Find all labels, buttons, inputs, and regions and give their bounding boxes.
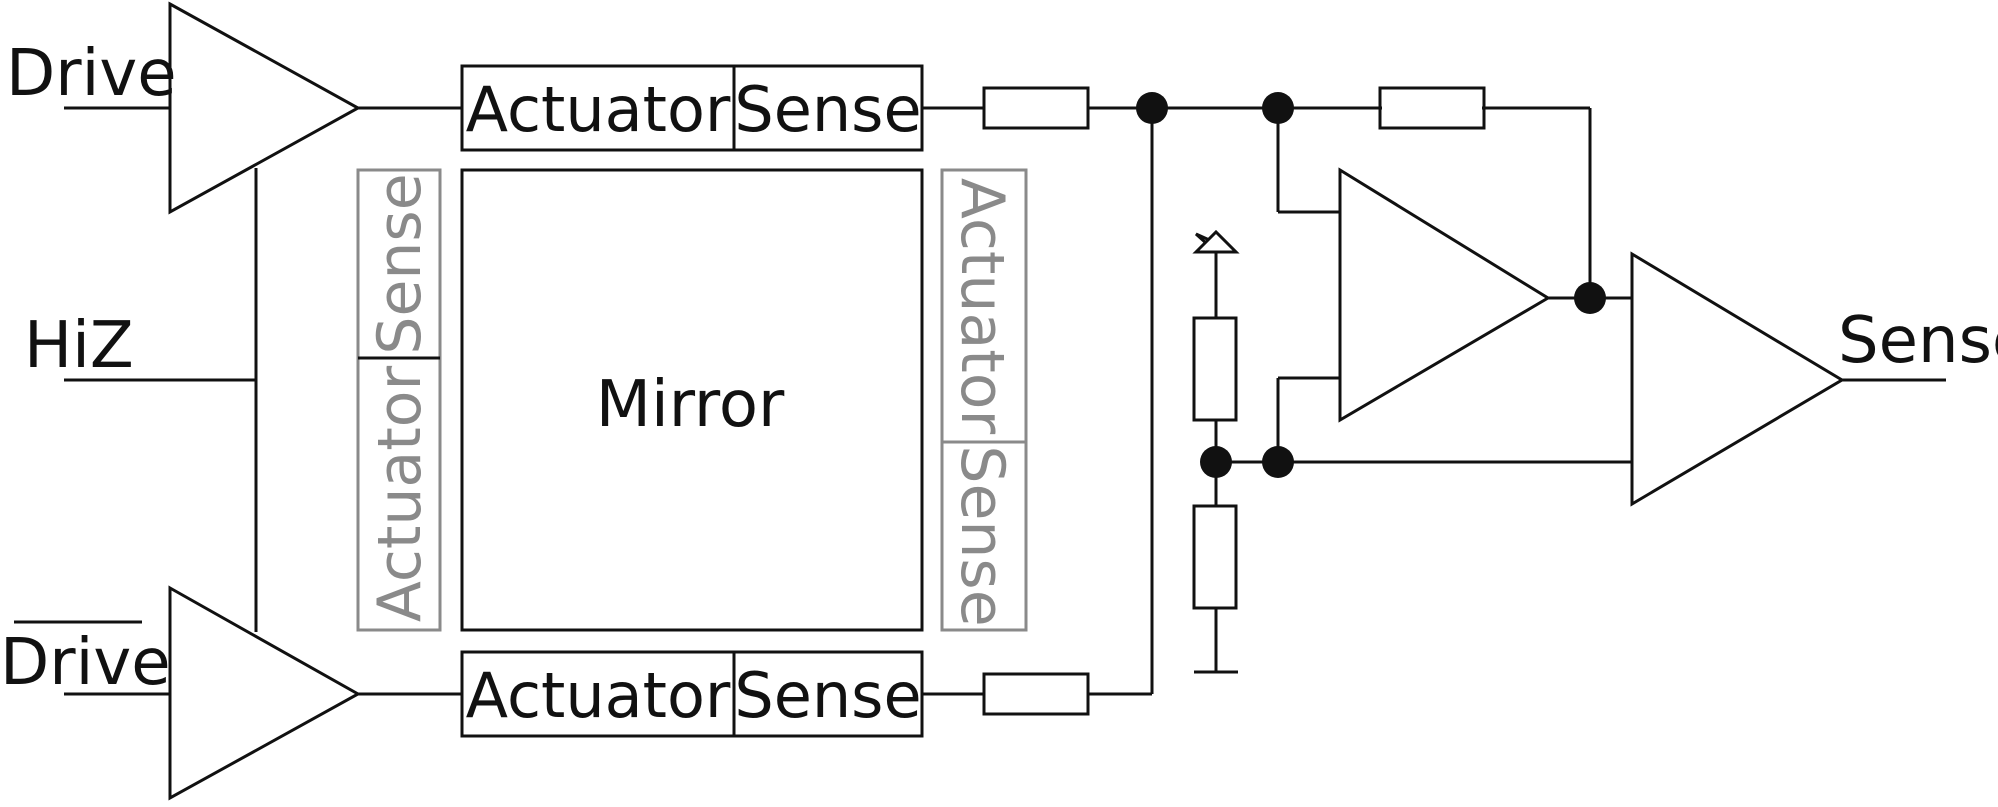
output-amplifier [1630,251,1845,507]
left-sense-label: Sense [365,173,435,354]
bottom-driver-amplifier [168,585,362,801]
sense-junction-dot [1136,92,1168,124]
top-driver-amplifier [168,1,362,215]
top-actuator-label: Actuator [466,73,731,146]
divider-bottom-resistor [1192,504,1238,610]
transimpedance-amplifier [1338,167,1551,423]
supply-terminal [1192,229,1240,254]
reference-junction-dot [1262,446,1294,478]
feedback-resistor [1378,86,1486,130]
right-electrode-block [940,168,1028,632]
divider-top-resistor [1192,316,1238,422]
bottom-sense-label: Sense [734,659,921,732]
left-actuator-label: Actuator [365,366,435,623]
hiz-label: HiZ [24,309,134,383]
drive-top-label: Drive [6,37,177,111]
bottom-sense-resistor [982,672,1090,716]
top-sense-resistor [982,86,1090,130]
mirror-label: Mirror [596,368,785,442]
right-sense-label: Sense [947,445,1017,626]
left-electrode-block [356,168,442,632]
top-sense-label: Sense [734,73,921,146]
mirror-plate [460,168,924,632]
tia-output-junction-dot [1574,282,1606,314]
drive-bottom-label: Drive [0,626,171,700]
feedback-resistor-mask [1382,90,1482,126]
sense-output-label: Sense [1838,304,1998,378]
right-actuator-label: Actuator [947,178,1017,435]
bottom-actuator-label: Actuator [466,659,731,732]
